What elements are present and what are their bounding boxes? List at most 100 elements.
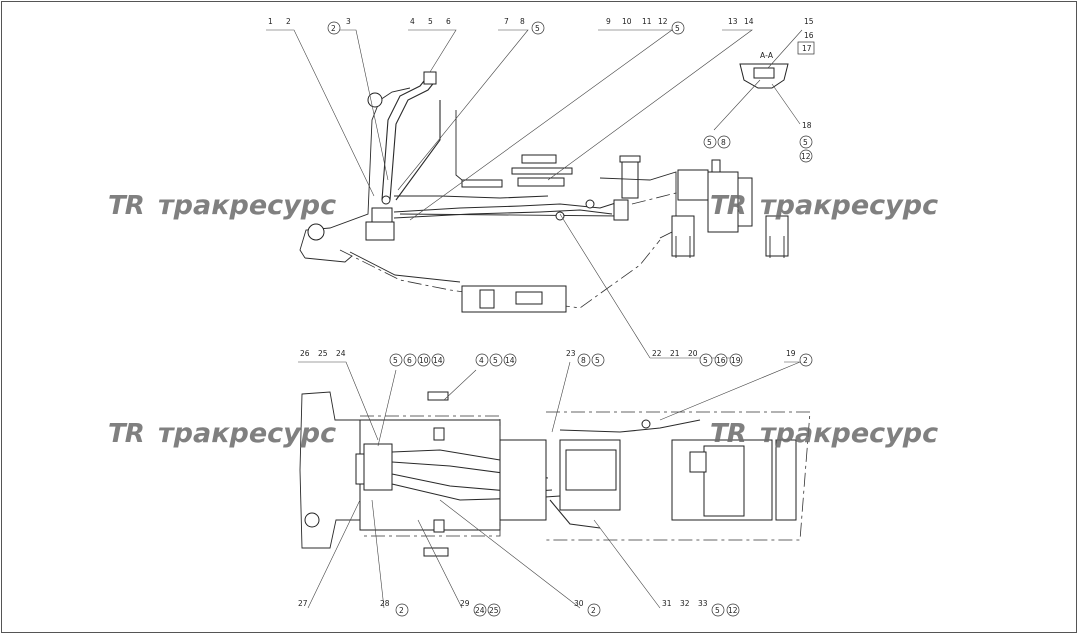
- callout-4b: 4: [479, 356, 484, 365]
- transmission-flange: [737, 177, 753, 227]
- callout-5d: 5: [707, 138, 712, 147]
- watermark-bottom-right: TR тракресурс: [710, 418, 938, 449]
- watermark-top-left: TR тракресурс: [108, 190, 336, 221]
- watermark-text: тракресурс: [760, 418, 938, 449]
- watermark-top-right: TR тракресурс: [710, 190, 938, 221]
- articulation-joint: [499, 439, 547, 521]
- callout-5b: 5: [535, 24, 540, 33]
- transmission-housing: [707, 171, 739, 233]
- valve-spool: [371, 207, 393, 223]
- watermark-logo: TR: [108, 419, 144, 449]
- hose-main-2: [393, 209, 613, 219]
- callout-8b: 8: [721, 138, 726, 147]
- leader-27: [307, 499, 361, 609]
- frame-lower-edge: [349, 251, 461, 283]
- drive-shaft: [399, 213, 621, 217]
- watermark-text: тракресурс: [158, 190, 336, 221]
- upper-plate: [511, 167, 573, 175]
- callout-circle: [717, 135, 731, 149]
- callout-20: 20: [688, 349, 698, 358]
- callout-circle: [403, 353, 417, 367]
- callout-14c: 14: [505, 356, 515, 365]
- valve-fitting: [381, 195, 391, 205]
- hose-clamp: [641, 419, 651, 429]
- axle-legs: [675, 236, 785, 258]
- leader-lines: [266, 29, 803, 609]
- rear-chassis-outline: [546, 411, 811, 541]
- hose-upper-2: [389, 79, 437, 201]
- callout-14b: 14: [433, 356, 443, 365]
- callout-21: 21: [670, 349, 680, 358]
- callout-23: 23: [566, 349, 576, 358]
- transmission-block: [703, 445, 745, 517]
- callout-14: 14: [744, 17, 754, 26]
- callout-circle: [729, 353, 743, 367]
- callout-circle: [503, 353, 517, 367]
- callout-5g: 5: [393, 356, 398, 365]
- watermark-text: тракресурс: [158, 418, 336, 449]
- pump-unit: [689, 451, 707, 473]
- leader-28: [371, 499, 385, 609]
- axle-mount-front: [671, 215, 695, 257]
- valve-stack: [363, 443, 393, 491]
- leader-1-2: [266, 29, 375, 197]
- callout-25b: 25: [489, 606, 499, 615]
- callout-circle: [417, 353, 431, 367]
- frame-outline-foot: [304, 255, 353, 263]
- callout-circle: [475, 353, 489, 367]
- leader-29: [417, 519, 463, 609]
- breather: [711, 159, 721, 173]
- callout-circle: [699, 353, 713, 367]
- callout-25: 25: [318, 349, 328, 358]
- hose-main-3: [394, 195, 549, 199]
- callout-7: 7: [504, 17, 509, 26]
- callout-circle: [703, 135, 717, 149]
- callout-1: 1: [268, 17, 273, 26]
- shaft-joint: [555, 211, 565, 221]
- filter-cap: [619, 155, 641, 163]
- callout-2c: 2: [803, 356, 808, 365]
- callout-circle: [431, 353, 445, 367]
- callout-circle: [799, 135, 813, 149]
- leader-15-17: [767, 29, 803, 69]
- hose-upper-3: [395, 100, 441, 201]
- rear-hose-upper: [559, 419, 701, 433]
- front-frame-plan: [299, 391, 361, 549]
- section-aa-clamp: [753, 67, 775, 79]
- pivot-pin: [307, 223, 325, 241]
- callout-18: 18: [802, 121, 812, 130]
- callout-5c: 5: [675, 24, 680, 33]
- callout-6: 6: [446, 17, 451, 26]
- shaft-joint: [585, 199, 595, 209]
- callout-19: 19: [731, 356, 741, 365]
- leader-31-33: [593, 519, 661, 609]
- callout-8c: 8: [581, 356, 586, 365]
- callout-circle: [327, 21, 341, 35]
- leader-5-8: [713, 79, 761, 131]
- lower-crossmember: [461, 285, 567, 313]
- rear-frame-edge: [455, 110, 463, 181]
- callout-5e: 5: [803, 138, 808, 147]
- callout-15: 15: [804, 17, 814, 26]
- callout-circle: [799, 149, 813, 163]
- callout-2e: 2: [591, 606, 596, 615]
- callout-16b: 16: [716, 356, 726, 365]
- watermark-logo: TR: [710, 191, 746, 221]
- watermark-logo: TR: [710, 419, 746, 449]
- callout-circle: [726, 603, 740, 617]
- valve-handle: [355, 453, 365, 485]
- rear-axle: [775, 439, 797, 521]
- callout-10: 10: [622, 17, 632, 26]
- callout-circle: [714, 353, 728, 367]
- callout-12: 12: [658, 17, 668, 26]
- callout-2d: 2: [399, 606, 404, 615]
- callout-circle: [671, 21, 685, 35]
- callout-circle: [487, 603, 501, 617]
- leader-13-14: [547, 29, 753, 181]
- hose-upper-1: [381, 75, 429, 201]
- callout-circle: [489, 353, 503, 367]
- leader-22-19: [559, 213, 740, 359]
- callout-33: 33: [698, 599, 708, 608]
- callout-circle: [577, 353, 591, 367]
